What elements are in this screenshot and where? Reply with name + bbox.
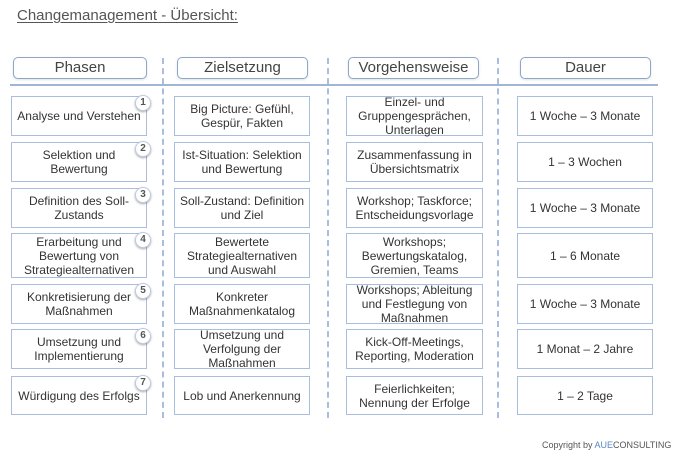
duration-cell: 1 Woche – 3 Monate <box>517 96 653 136</box>
header-zielsetzung: Zielsetzung <box>177 57 308 79</box>
brand-aue: AUE <box>594 440 614 450</box>
header-phasen: Phasen <box>13 57 147 79</box>
goal-cell: Umsetzung und Verfolgung der Maßnahmen <box>174 328 310 370</box>
goal-cell: Bewertete Strategiealternativen und Ausw… <box>174 233 310 278</box>
step-number-badge: 7 <box>135 375 151 391</box>
duration-cell: 1 – 6 Monate <box>517 233 653 278</box>
duration-cell: 1 Woche – 3 Monate <box>517 284 653 324</box>
brand-consulting: CONSULTING <box>613 440 672 450</box>
phase-cell: Umsetzung und Implementierung <box>11 329 147 369</box>
header-vorgehensweise: Vorgehensweise <box>348 57 479 79</box>
goal-cell: Soll-Zustand: Definition und Ziel <box>174 188 310 228</box>
approach-cell: Kick-Off-Meetings, Reporting, Moderation <box>346 329 483 369</box>
approach-cell: Workshops; Ableitung und Festlegung von … <box>346 283 483 325</box>
goal-cell: Lob und Anerkennung <box>174 376 310 415</box>
step-number-badge: 2 <box>135 141 151 157</box>
column-divider-1 <box>162 58 164 418</box>
column-divider-2 <box>327 58 329 418</box>
phase-cell: Würdigung des Erfolgs <box>11 376 147 415</box>
approach-cell: Einzel- und Gruppengesprächen, Unterlage… <box>346 95 483 137</box>
step-number-badge: 5 <box>135 283 151 299</box>
approach-cell: Workshop; Taskforce; Entscheidungsvorlag… <box>346 188 483 228</box>
duration-cell: 1 – 3 Wochen <box>517 142 653 182</box>
phase-cell: Definition des Soll-Zustands <box>11 188 147 228</box>
header-divider <box>10 84 658 86</box>
header-dauer: Dauer <box>520 57 651 79</box>
duration-cell: 1 Woche – 3 Monate <box>517 188 653 228</box>
phase-cell: Analyse und Verstehen <box>11 96 147 136</box>
copyright-notice: Copyright by AUECONSULTING <box>542 440 671 450</box>
goal-cell: Ist-Situation: Selektion und Bewertung <box>174 142 310 182</box>
phase-cell: Erarbeitung und Bewertung von Strategiea… <box>11 233 147 278</box>
duration-cell: 1 – 2 Tage <box>517 376 653 415</box>
step-number-badge: 3 <box>135 187 151 203</box>
approach-cell: Zusammenfassung in Übersichtsmatrix <box>346 142 483 182</box>
step-number-badge: 4 <box>135 232 151 248</box>
step-number-badge: 6 <box>135 328 151 344</box>
approach-cell: Feierlichkeiten; Nennung der Erfolge <box>346 376 483 415</box>
goal-cell: Big Picture: Gefühl, Gespür, Fakten <box>174 96 310 136</box>
step-number-badge: 1 <box>135 95 151 111</box>
duration-cell: 1 Monat – 2 Jahre <box>517 329 653 369</box>
column-divider-3 <box>497 58 499 418</box>
approach-cell: Workshops; Bewertungskatalog, Gremien, T… <box>346 233 483 278</box>
goal-cell: Konkreter Maßnahmenkatalog <box>174 284 310 324</box>
phase-cell: Selektion und Bewertung <box>11 142 147 182</box>
phase-cell: Konkretisierung der Maßnahmen <box>11 284 147 324</box>
copyright-prefix: Copyright by <box>542 440 595 450</box>
page-title: Changemanagement - Übersicht: <box>17 7 238 24</box>
